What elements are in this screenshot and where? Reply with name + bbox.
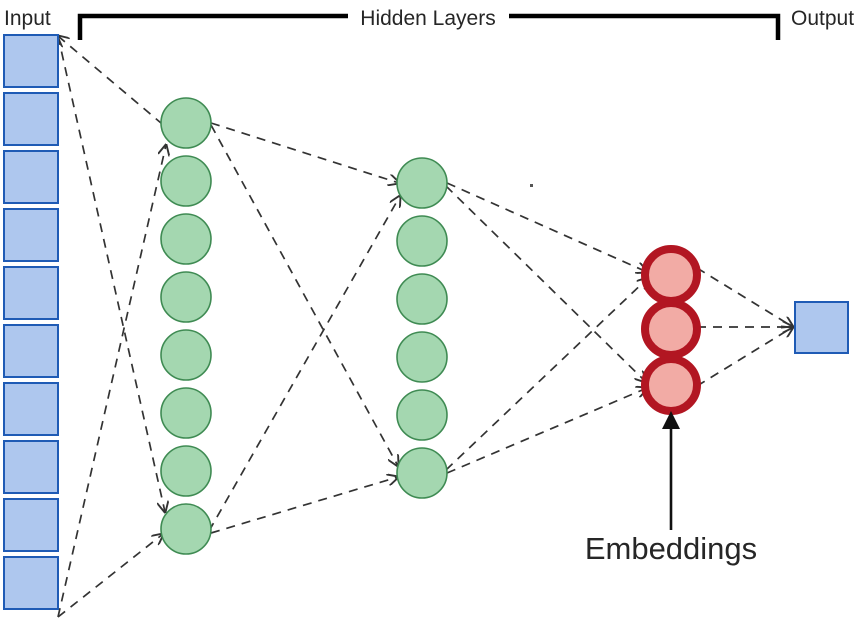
hidden-node[interactable] — [160, 155, 212, 207]
hidden-node[interactable] — [160, 97, 212, 149]
hidden-node[interactable] — [160, 503, 212, 555]
edges-group — [57, 35, 793, 618]
edge-h2-top-to-emb-bottom — [445, 185, 646, 382]
hidden-layers-bracket — [77, 13, 781, 40]
hidden-layer-2 — [396, 157, 448, 499]
input-layer — [3, 34, 59, 610]
input-node[interactable] — [3, 324, 59, 378]
edge-h1-top-to-h2-bottom — [210, 124, 398, 466]
output-label: Output — [791, 7, 854, 30]
hidden-node[interactable] — [396, 157, 448, 209]
input-node[interactable] — [3, 498, 59, 552]
hidden-node[interactable] — [396, 447, 448, 499]
hidden-node[interactable] — [396, 389, 448, 441]
bracket-left-segment — [77, 13, 348, 40]
hidden-node[interactable] — [396, 215, 448, 267]
hidden-node[interactable] — [160, 213, 212, 265]
hidden-node[interactable] — [160, 445, 212, 497]
edge-emb-bottom-to-output — [696, 327, 793, 387]
hidden-node[interactable] — [160, 329, 212, 381]
edge-h2-bottom-to-emb-top — [445, 278, 648, 471]
output-node[interactable] — [794, 301, 849, 354]
hidden-layer-1 — [160, 97, 212, 555]
embeddings-label: Embeddings — [585, 531, 757, 566]
edge-h1-bottom-to-h2-top — [208, 196, 400, 532]
input-node[interactable] — [3, 266, 59, 320]
hidden-node[interactable] — [160, 271, 212, 323]
embedding-node[interactable] — [641, 245, 701, 305]
input-node[interactable] — [3, 208, 59, 262]
embedding-node[interactable] — [641, 355, 701, 415]
input-node[interactable] — [3, 440, 59, 494]
bracket-right-segment — [509, 13, 781, 40]
input-node[interactable] — [3, 382, 59, 436]
hidden-node[interactable] — [396, 273, 448, 325]
artifact-dot — [530, 184, 533, 187]
output-layer — [794, 301, 849, 354]
input-label: Input — [4, 7, 51, 30]
hidden-layers-label: Hidden Layers — [360, 7, 495, 30]
edge-input-top-to-h1-bottom — [57, 35, 165, 512]
edge-h1-top-to-h2-top — [210, 122, 399, 183]
edge-input-top-to-h1-top — [58, 36, 162, 124]
edge-input-bottom-to-h1-top — [57, 145, 166, 618]
input-node[interactable] — [3, 34, 59, 88]
input-node[interactable] — [3, 150, 59, 204]
input-node[interactable] — [3, 92, 59, 146]
hidden-node[interactable] — [160, 387, 212, 439]
embeddings-layer — [641, 245, 701, 415]
edge-h2-top-to-emb-top — [446, 182, 647, 272]
edge-input-bottom-to-h1-bottom — [57, 534, 163, 618]
edge-emb-top-to-output — [696, 267, 793, 327]
embedding-node[interactable] — [641, 299, 701, 359]
edge-h1-bottom-to-h2-bottom — [210, 477, 398, 534]
edge-h2-bottom-to-emb-bottom — [446, 388, 647, 474]
input-node[interactable] — [3, 556, 59, 610]
hidden-node[interactable] — [396, 331, 448, 383]
